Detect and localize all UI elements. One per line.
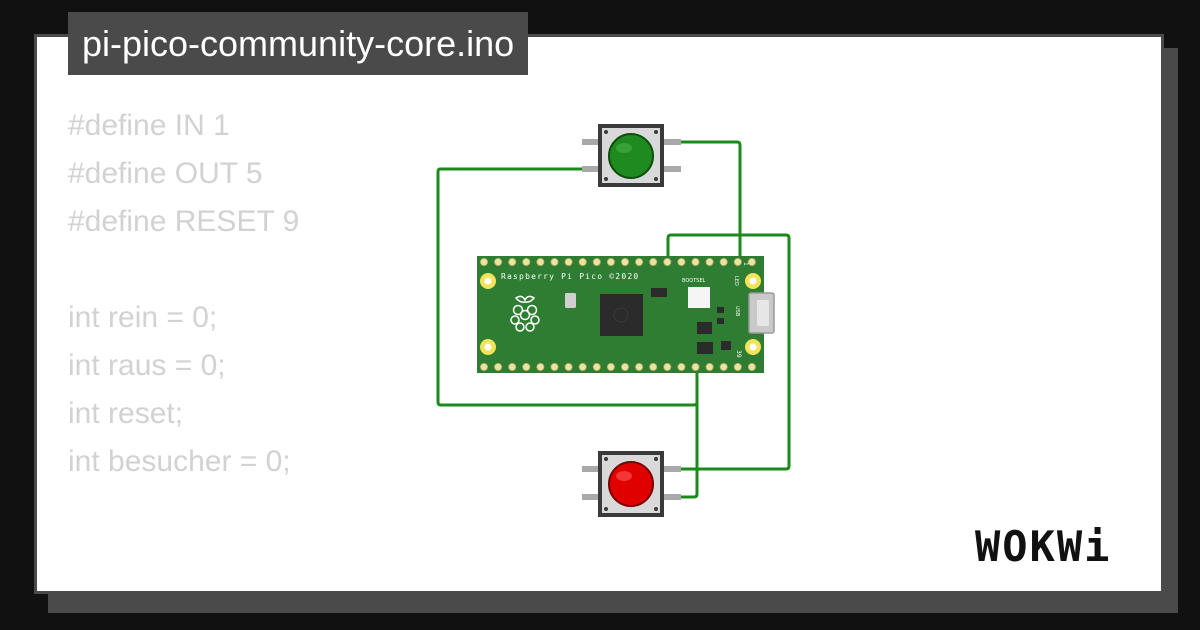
- header-pin: [705, 362, 714, 371]
- header-pin: [522, 257, 531, 266]
- button-leg: [664, 466, 681, 472]
- button-leg: [582, 166, 599, 172]
- button-leg: [582, 466, 599, 472]
- raspberry-logo-icon: [510, 295, 540, 332]
- header-pin: [691, 362, 700, 371]
- header-pin: [733, 257, 742, 266]
- code-line: int reset;: [68, 397, 184, 430]
- rp2040-chip: [600, 294, 643, 336]
- header-pin: [606, 362, 615, 371]
- header-pin: [649, 257, 658, 266]
- smd-component: [717, 307, 724, 313]
- header-pin: [494, 257, 503, 266]
- header-pin: [719, 362, 728, 371]
- header-pin: [733, 362, 742, 371]
- header-pin: [536, 362, 545, 371]
- header-pin: [663, 362, 672, 371]
- header-pin: [691, 257, 700, 266]
- header-pin: [677, 257, 686, 266]
- header-pin: [621, 257, 630, 266]
- smd-component: [721, 341, 731, 350]
- header-pin: [578, 362, 587, 371]
- header-pin: [564, 362, 573, 371]
- bootsel-button: [688, 287, 710, 308]
- usb-label: USB: [734, 306, 740, 317]
- header-pin: [479, 257, 488, 266]
- header-pin: [550, 362, 559, 371]
- header-pin: [747, 362, 756, 371]
- smd-component: [717, 318, 724, 324]
- led-component: [565, 293, 576, 308]
- led-label: LED: [733, 276, 739, 286]
- button-leg: [664, 494, 681, 500]
- code-snippet: #define IN 1 #define OUT 5 #define RESET…: [68, 102, 299, 486]
- header-pin: [649, 362, 658, 371]
- header-pin: [578, 257, 587, 266]
- code-line: #define RESET 9: [68, 205, 300, 238]
- header-pin: [522, 362, 531, 371]
- header-pin: [621, 362, 630, 371]
- header-pin: [635, 257, 644, 266]
- header-pin: [479, 362, 488, 371]
- header-pin: [508, 362, 517, 371]
- green-button-cap[interactable]: [608, 133, 654, 179]
- code-line: int besucher = 0;: [68, 445, 291, 478]
- wire-red-button-top: [666, 233, 791, 471]
- header-pin: [719, 257, 728, 266]
- header-pins-top: [479, 257, 756, 266]
- header-pin: [663, 257, 672, 266]
- code-line: int rein = 0;: [68, 301, 218, 334]
- header-pin: [564, 257, 573, 266]
- wires: [436, 140, 791, 499]
- header-pin: [592, 362, 601, 371]
- wire-red-button-bottom: [680, 372, 699, 499]
- header-pin: [635, 362, 644, 371]
- red-pushbutton[interactable]: [582, 451, 681, 517]
- button-leg: [582, 139, 599, 145]
- header-pin: [606, 257, 615, 266]
- project-title: pi-pico-community-core.ino: [68, 12, 529, 75]
- code-line: #define IN 1: [68, 109, 230, 142]
- header-pin: [536, 257, 545, 266]
- header-pin: [705, 257, 714, 266]
- header-pin: [747, 257, 756, 266]
- button-leg: [664, 166, 681, 172]
- code-line: int raus = 0;: [68, 349, 226, 382]
- pin-label-39: 39: [735, 350, 742, 358]
- button-leg: [582, 494, 599, 500]
- green-pushbutton[interactable]: [582, 124, 681, 187]
- pin-label-1: 1: [742, 262, 749, 266]
- header-pin: [592, 257, 601, 266]
- button-leg: [664, 139, 681, 145]
- bootsel-label: BOOTSEL: [682, 278, 706, 284]
- wire-green-button-right: [680, 140, 742, 262]
- red-button-cap[interactable]: [608, 461, 654, 507]
- code-line: #define OUT 5: [68, 157, 263, 190]
- header-pin: [677, 362, 686, 371]
- board-label: Raspberry Pi Pico ©2020: [501, 272, 639, 281]
- header-pins-bottom: [479, 362, 756, 371]
- header-pin: [494, 362, 503, 371]
- smd-component: [651, 288, 667, 297]
- smd-component: [697, 342, 713, 354]
- wokwi-logo: WOKWi: [975, 522, 1112, 571]
- pico-board: Raspberry Pi Pico ©2020 BOOTSEL LED USB …: [477, 256, 775, 373]
- header-pin: [550, 257, 559, 266]
- smd-component: [697, 322, 712, 334]
- header-pin: [508, 257, 517, 266]
